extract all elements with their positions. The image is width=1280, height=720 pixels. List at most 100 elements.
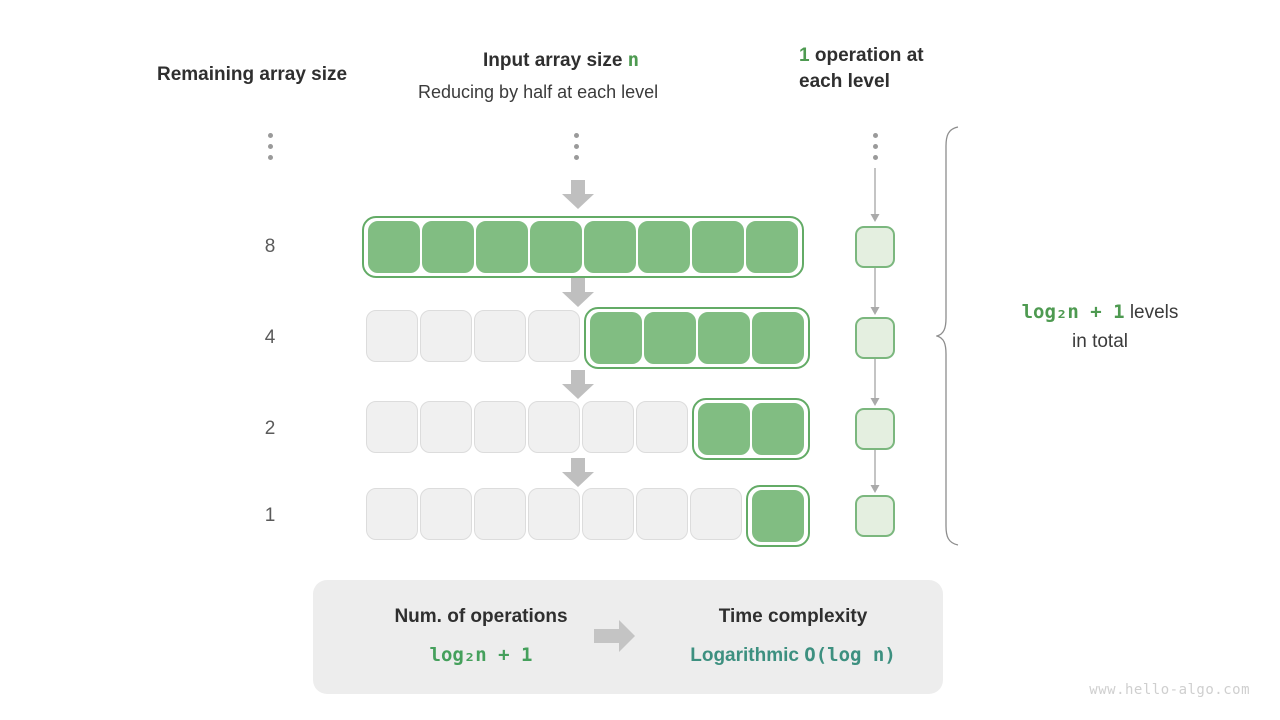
- ellipsis-middle-column: [572, 133, 580, 160]
- array-row-level-2: [362, 307, 810, 369]
- header-reducing-subtitle-label: Reducing by half at each level: [418, 82, 659, 102]
- array-cell-empty: [420, 488, 472, 540]
- array-cell-empty: [366, 310, 418, 362]
- array-cell-empty: [366, 401, 418, 453]
- ellipsis-dot: [267, 155, 273, 160]
- header-operations-count: 1: [799, 45, 810, 66]
- watermark: www.hello-algo.com: [1089, 682, 1250, 698]
- ellipsis-dot: [573, 144, 579, 149]
- array-cell-empty: [636, 488, 688, 540]
- header-input-array-size-variable: n: [627, 49, 640, 71]
- array-cell-filled: [752, 403, 804, 455]
- summary-implies-arrow-icon: [594, 620, 636, 652]
- array-cell-empty: [528, 401, 580, 453]
- array-cell-empty: [690, 488, 742, 540]
- array-cell-empty: [474, 488, 526, 540]
- array-cell-empty: [582, 401, 634, 453]
- split-arrow-icon: [561, 370, 595, 400]
- ellipsis-dot: [267, 133, 273, 138]
- levels-total-suffix: levels: [1124, 302, 1179, 323]
- ellipsis-right-column: [871, 133, 879, 160]
- row-label-level-3: 2: [250, 418, 290, 440]
- operation-box-level-4: [855, 495, 895, 537]
- row-label-level-2: 4: [250, 327, 290, 349]
- summary-complexity-word: Logarithmic: [690, 645, 799, 666]
- summary-operations-value: log₂n + 1: [429, 644, 533, 666]
- active-segment-outline: [746, 485, 810, 547]
- array-cell-empty: [582, 488, 634, 540]
- levels-total-value: log₂n + 1: [1021, 301, 1125, 323]
- row-label-level-4: 1: [250, 505, 290, 527]
- header-reducing-subtitle: Reducing by half at each level: [418, 80, 658, 104]
- row-label-level-1: 8: [250, 236, 290, 258]
- array-cell-empty: [474, 401, 526, 453]
- ellipsis-dot: [573, 133, 579, 138]
- ellipsis-dot: [872, 144, 878, 149]
- operation-connector-arrow-icon: [868, 268, 882, 318]
- levels-total-second-line: in total: [1072, 331, 1128, 352]
- header-remaining-array-size: Remaining array size: [157, 62, 347, 88]
- header-input-array-size: Input array size n: [483, 47, 639, 74]
- operation-box-level-2: [855, 317, 895, 359]
- header-remaining-array-size-label: Remaining array size: [157, 64, 348, 85]
- levels-brace: [934, 126, 966, 551]
- array-cell-empty: [528, 488, 580, 540]
- array-row-level-4: [362, 485, 810, 547]
- active-segment-outline: [362, 216, 804, 278]
- array-cell-empty: [366, 488, 418, 540]
- split-arrow-icon: [561, 180, 595, 210]
- ellipsis-dot: [872, 133, 878, 138]
- operation-connector-arrow-icon: [868, 450, 882, 496]
- array-cell-empty: [636, 401, 688, 453]
- ellipsis-dot: [267, 144, 273, 149]
- levels-total-caption: log₂n + 1 levels in total: [985, 298, 1215, 356]
- ellipsis-dot: [872, 155, 878, 160]
- summary-complexity-title: Time complexity: [718, 606, 868, 627]
- operation-connector-arrow-icon: [868, 359, 882, 409]
- ellipsis-left-column: [266, 133, 274, 160]
- array-cell-filled: [476, 221, 528, 273]
- array-cell-filled: [698, 312, 750, 364]
- array-cell-filled: [638, 221, 690, 273]
- row-label-text: 2: [264, 418, 276, 439]
- array-cell-filled: [584, 221, 636, 273]
- array-cell-filled: [692, 221, 744, 273]
- header-operations-per-level-label: operation at each level: [799, 45, 924, 92]
- split-arrow-icon: [561, 458, 595, 488]
- array-row-level-1: [362, 216, 804, 278]
- operation-connector-arrow-icon: [868, 168, 882, 226]
- summary-operations-title: Num. of operations: [394, 606, 568, 627]
- row-label-text: 1: [264, 505, 276, 526]
- operation-box-level-1: [855, 226, 895, 268]
- array-cell-filled: [590, 312, 642, 364]
- header-input-array-size-label: Input array size: [483, 50, 628, 71]
- array-cell-filled: [368, 221, 420, 273]
- array-cell-filled: [752, 490, 804, 542]
- array-cell-filled: [752, 312, 804, 364]
- row-label-text: 4: [264, 327, 276, 348]
- summary-complexity-value: Logarithmic O(log n): [658, 644, 928, 667]
- summary-complexity-bigo: O(log n): [804, 644, 896, 666]
- row-label-text: 8: [264, 236, 276, 257]
- header-operations-per-level: 1 operation at each level: [799, 43, 969, 95]
- inactive-segment: [362, 307, 584, 369]
- array-cell-filled: [644, 312, 696, 364]
- active-segment-outline: [692, 398, 810, 460]
- array-cell-empty: [420, 310, 472, 362]
- inactive-segment: [362, 398, 692, 460]
- summary-operations-block: Num. of operations log₂n + 1: [341, 606, 621, 666]
- array-cell-filled: [422, 221, 474, 273]
- ellipsis-dot: [573, 155, 579, 160]
- operation-box-level-3: [855, 408, 895, 450]
- array-cell-empty: [474, 310, 526, 362]
- active-segment-outline: [584, 307, 810, 369]
- array-cell-filled: [746, 221, 798, 273]
- inactive-segment: [362, 485, 746, 547]
- array-cell-filled: [530, 221, 582, 273]
- split-arrow-icon: [561, 278, 595, 308]
- array-cell-empty: [528, 310, 580, 362]
- summary-complexity-block: Time complexity Logarithmic O(log n): [658, 606, 928, 667]
- array-row-level-3: [362, 398, 810, 460]
- array-cell-filled: [698, 403, 750, 455]
